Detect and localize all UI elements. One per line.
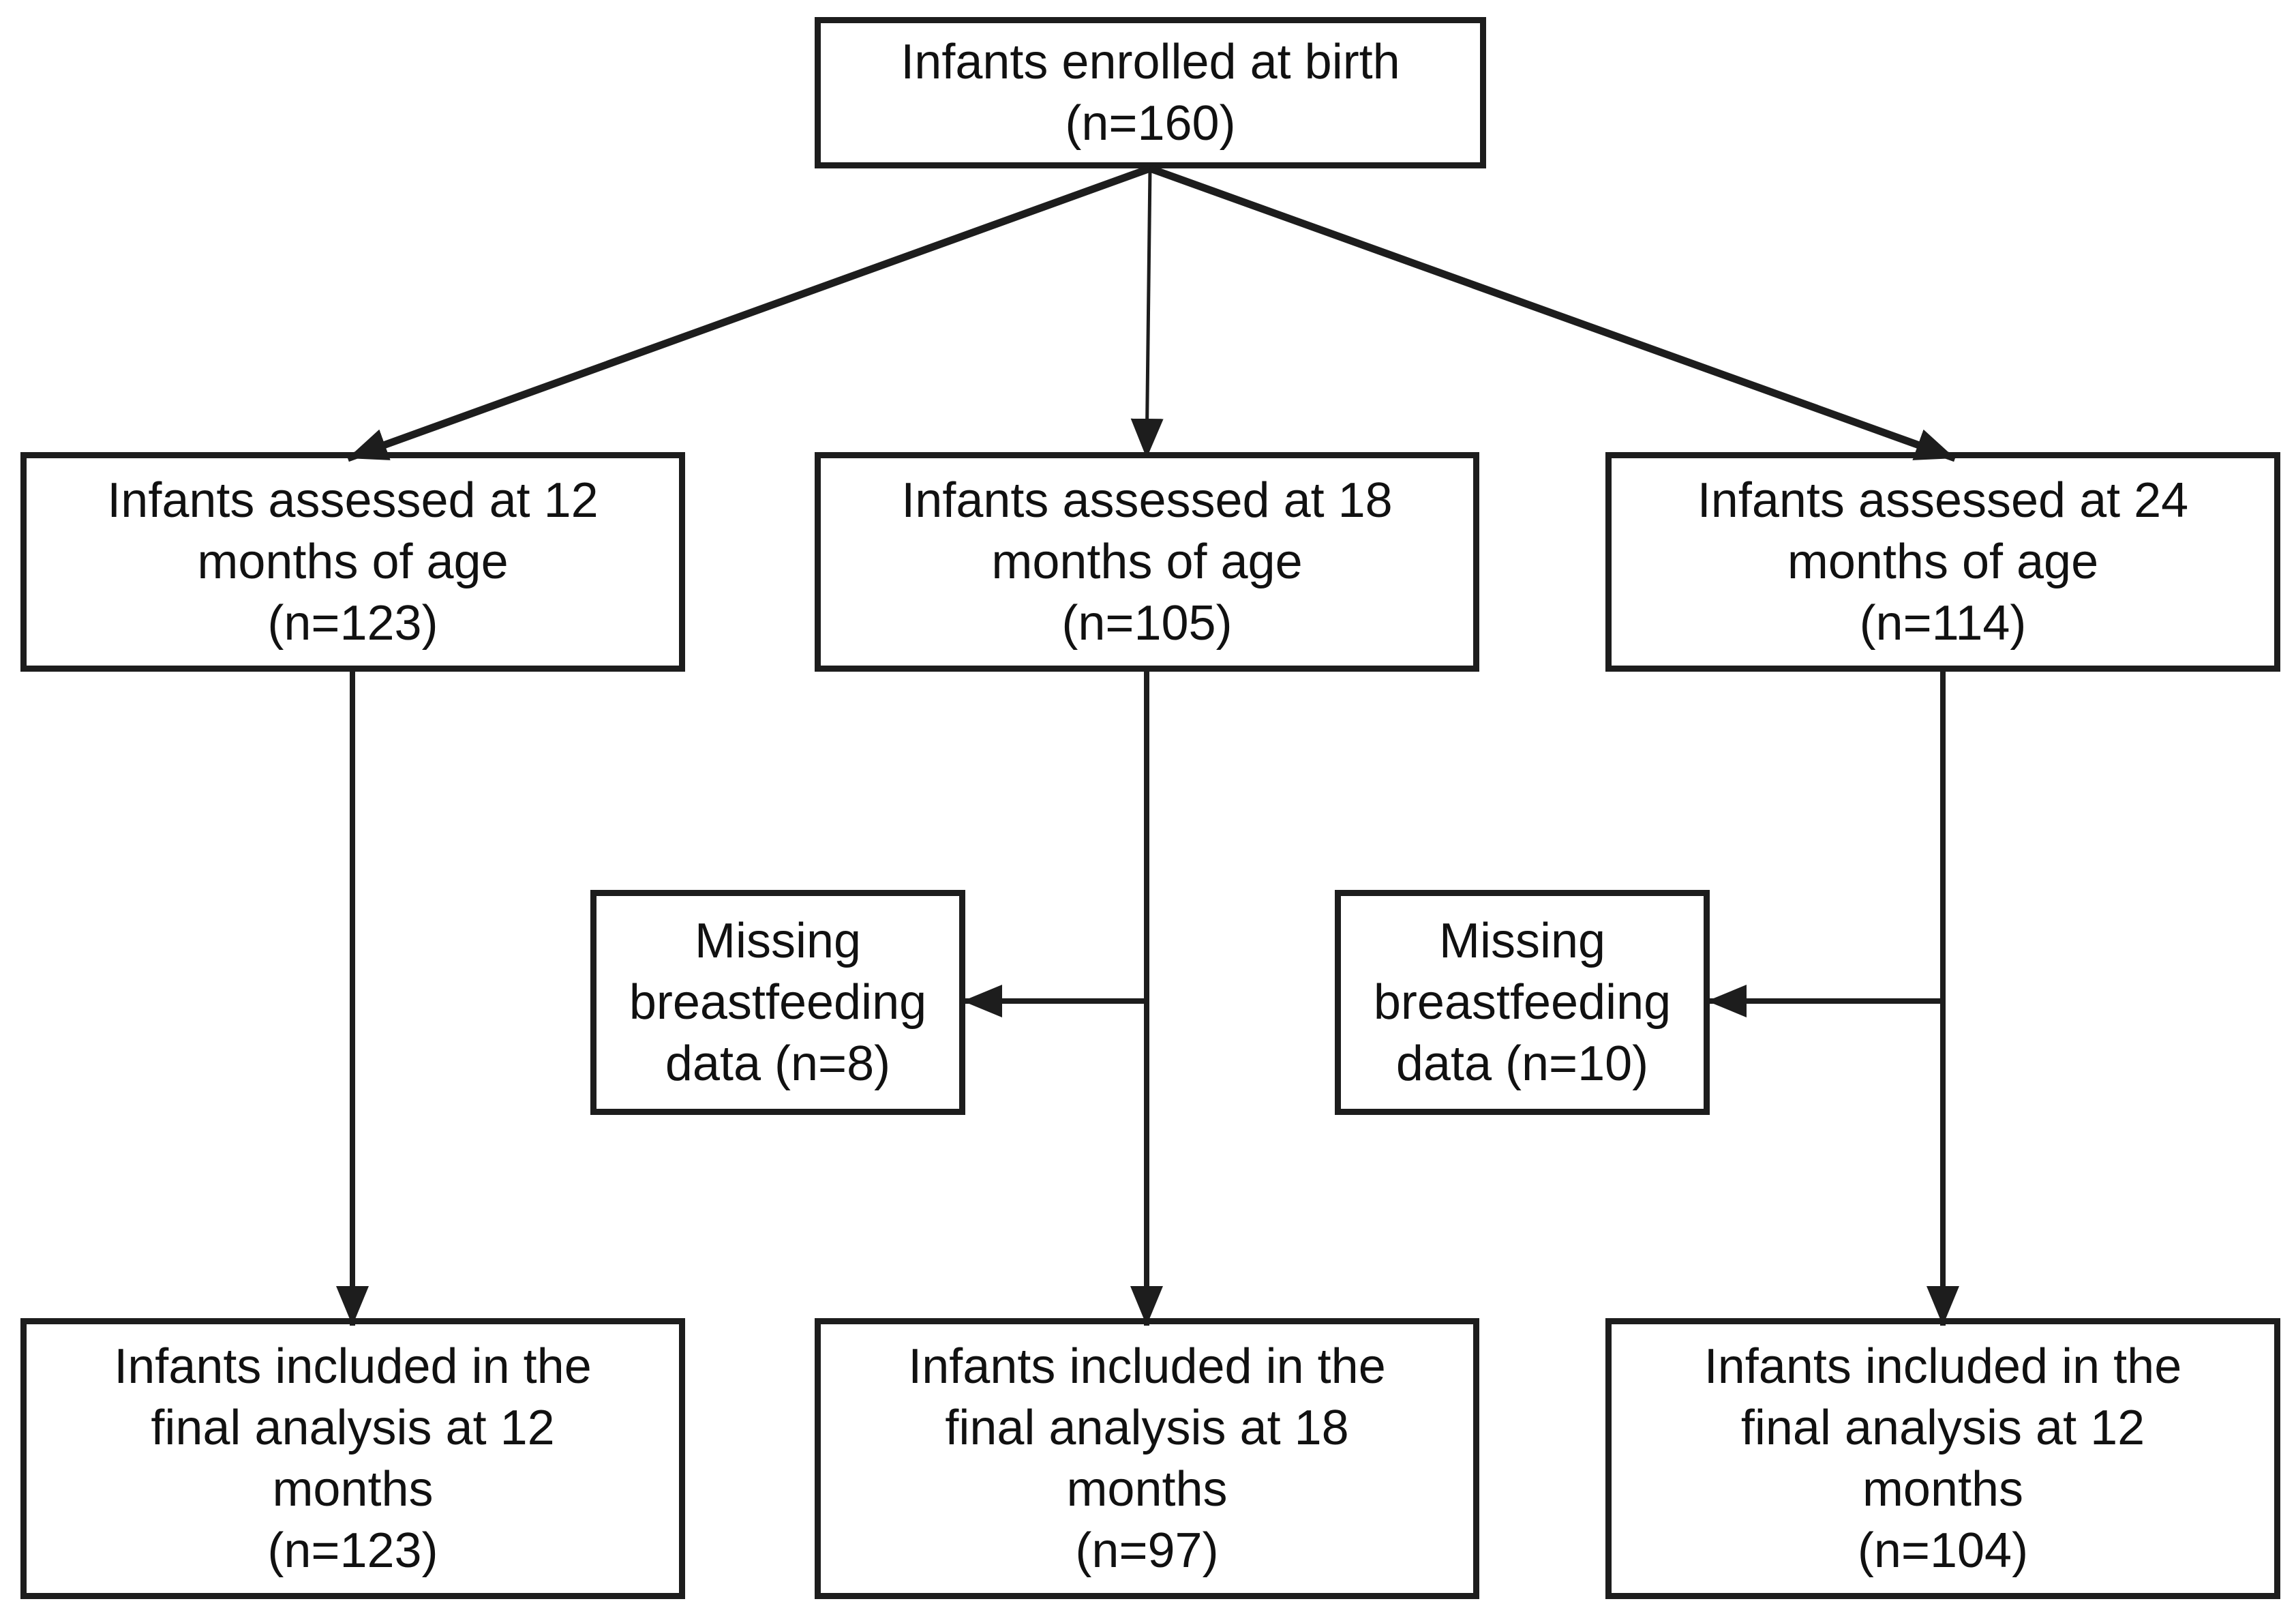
node-text-line: final analysis at 18 — [945, 1401, 1349, 1455]
node-text-line: Infants included in the — [908, 1339, 1386, 1394]
node-text-line: Infants included in the — [114, 1339, 592, 1394]
node-text-line: breastfeeding — [1373, 975, 1672, 1030]
node-assessed-18-months: Infants assessed at 18 months of age (n=… — [815, 452, 1479, 672]
node-final-analysis-12: Infants included in the final analysis a… — [20, 1318, 685, 1599]
arrow-enrolled-to-assessed-24 — [1149, 164, 1957, 462]
node-missing-breastfeeding-18: Missing breastfeeding data (n=8) — [590, 890, 965, 1115]
node-text-line: Missing — [1438, 914, 1606, 968]
node-text-line: final analysis at 12 — [151, 1401, 555, 1455]
node-text-line: breastfeeding — [629, 975, 927, 1030]
node-final-analysis-24: Infants included in the final analysis a… — [1605, 1318, 2280, 1599]
node-text-line: final analysis at 12 — [1740, 1401, 2145, 1455]
node-text-line: (n=97) — [1075, 1523, 1219, 1578]
node-final-analysis-18: Infants included in the final analysis a… — [815, 1318, 1479, 1599]
arrow-enrolled-to-assessed-18 — [1130, 168, 1164, 459]
node-enrolled-at-birth: Infants enrolled at birth (n=160) — [815, 17, 1486, 168]
node-text-line: (n=123) — [267, 1523, 438, 1578]
node-text-line: Infants assessed at 24 — [1697, 473, 2189, 528]
arrow-enrolled-to-assessed-12 — [346, 164, 1151, 462]
node-text-line: Infants enrolled at birth — [901, 35, 1400, 89]
node-text-line: (n=105) — [1061, 596, 1233, 651]
node-text-line: (n=104) — [1857, 1523, 2029, 1578]
node-assessed-24-months: Infants assessed at 24 months of age (n=… — [1605, 452, 2280, 672]
node-text-line: months of age — [991, 535, 1303, 589]
node-text-line: Missing — [694, 914, 862, 968]
node-text-line: Infants assessed at 12 — [107, 473, 599, 528]
node-missing-breastfeeding-24: Missing breastfeeding data (n=10) — [1335, 890, 1710, 1115]
node-text-line: data (n=8) — [665, 1037, 891, 1091]
node-text-line: months — [272, 1462, 434, 1517]
node-text-line: months of age — [1787, 535, 2099, 589]
node-assessed-12-months: Infants assessed at 12 months of age (n=… — [20, 452, 685, 672]
node-text-line: Infants included in the — [1704, 1339, 2182, 1394]
node-text-line: (n=123) — [267, 596, 438, 651]
node-text-line: data (n=10) — [1395, 1037, 1649, 1091]
node-text-line: months — [1066, 1462, 1228, 1517]
node-text-line: months — [1862, 1462, 2024, 1517]
node-text-line: Infants assessed at 18 — [901, 473, 1393, 528]
node-text-line: (n=114) — [1859, 596, 2027, 651]
node-text-line: (n=160) — [1065, 96, 1236, 151]
node-text-line: months of age — [197, 535, 509, 589]
